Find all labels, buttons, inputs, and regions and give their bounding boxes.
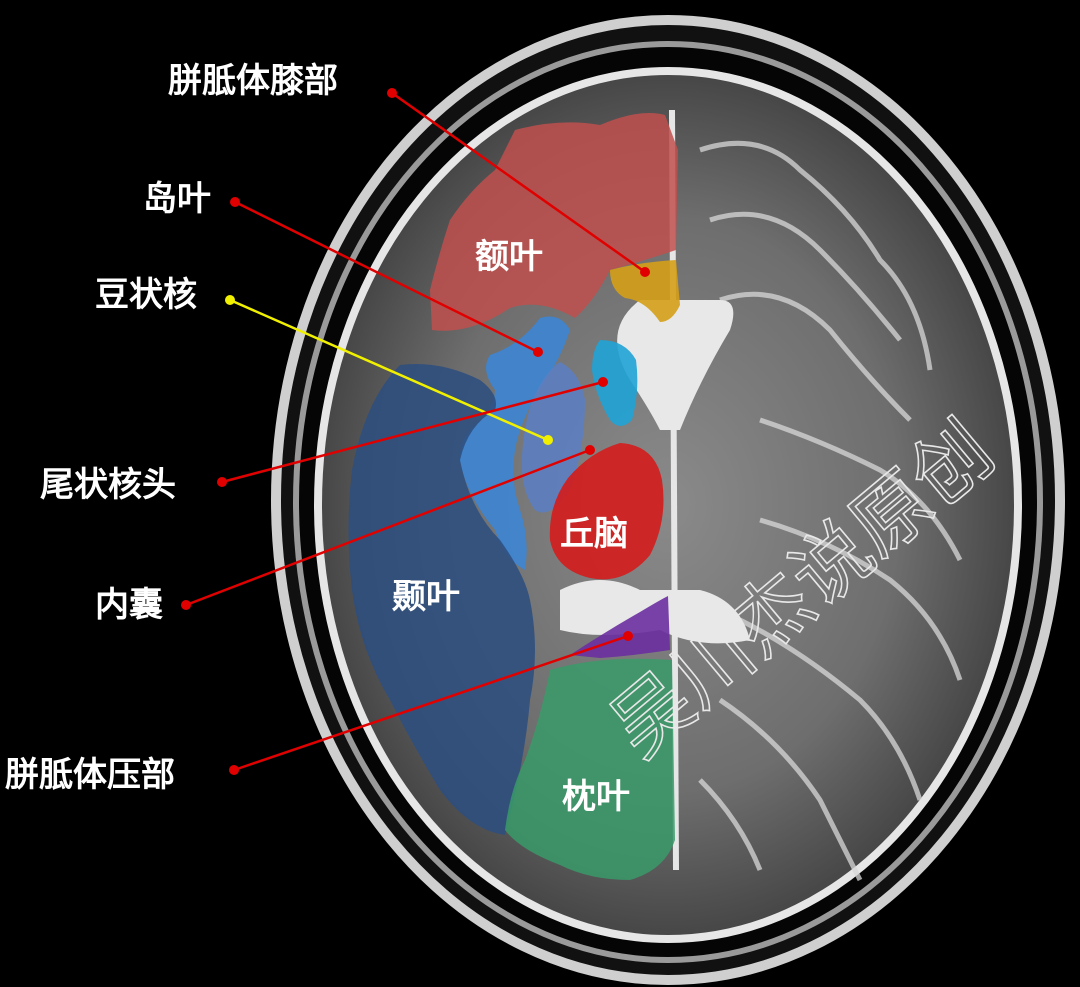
label-insula: 岛叶 (143, 179, 211, 219)
region-label-frontal: 额叶 (475, 237, 543, 277)
label-internal-capsule: 内囊 (95, 585, 163, 625)
region-label-occipital: 枕叶 (562, 777, 630, 817)
label-lentiform: 豆状核 (95, 275, 197, 315)
region-temporal (348, 364, 535, 835)
region-occipital (505, 658, 675, 880)
region-insula (459, 316, 570, 570)
region-label-thalamus: 丘脑 (560, 514, 628, 554)
region-thalamus (549, 443, 664, 580)
region-genu (610, 260, 680, 322)
label-genu: 胼胝体膝部 (168, 61, 338, 101)
label-splenium: 胼胝体压部 (5, 755, 175, 795)
region-splenium (570, 596, 670, 658)
pointer-lines (181, 88, 650, 775)
label-caudate-head: 尾状核头 (40, 465, 176, 505)
region-frontal (430, 112, 678, 331)
gyri-texture (698, 140, 963, 882)
region-label-temporal: 颞叶 (392, 577, 460, 617)
region-caudate (592, 340, 638, 426)
